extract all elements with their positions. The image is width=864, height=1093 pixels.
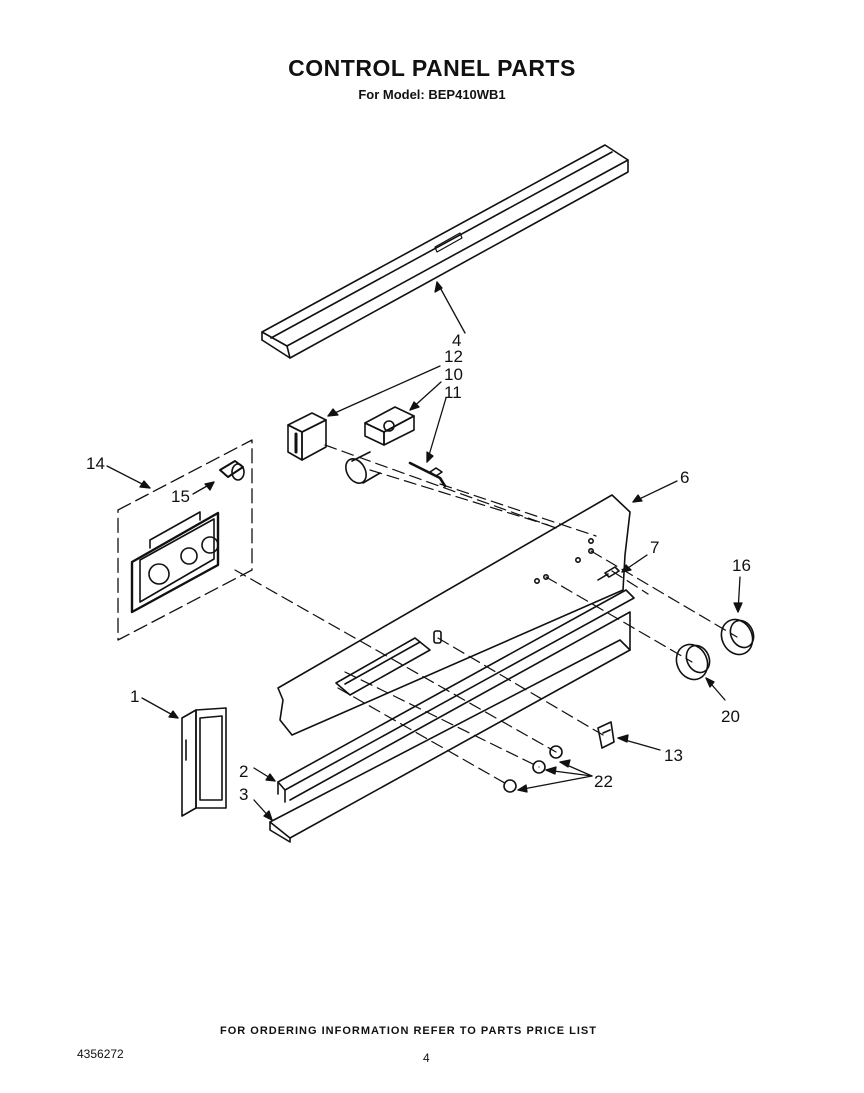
- model-subtitle: For Model: BEP410WB1: [358, 87, 506, 102]
- part-16-knob: [720, 618, 755, 656]
- callout-14: 14: [86, 454, 105, 473]
- callout-10: 10: [444, 365, 463, 384]
- part-13-clip: [597, 721, 615, 749]
- part-2-trim-strip: [277, 589, 635, 803]
- callout-1: 1: [130, 687, 139, 706]
- callout-6: 6: [680, 468, 689, 487]
- part-22-grommets: [503, 745, 563, 793]
- page-title: CONTROL PANEL PARTS: [288, 55, 576, 81]
- callout-labels: 4 12 10 11 14 15 6 7 16 20 13 22 1 2 3: [86, 331, 751, 804]
- part-7-screw: [597, 566, 620, 581]
- part-12-switch: [287, 412, 327, 461]
- part-15-clock-knob: [219, 460, 245, 481]
- part-4-top-trim: [261, 144, 629, 359]
- callout-7: 7: [650, 538, 659, 557]
- ordering-note: FOR ORDERING INFORMATION REFER TO PARTS …: [220, 1025, 597, 1037]
- callout-13: 13: [664, 746, 683, 765]
- part-3-lower-trim: [269, 611, 631, 843]
- document-number: 4356272: [77, 1047, 124, 1061]
- callout-11: 11: [444, 383, 462, 402]
- part-1-end-bracket: [181, 707, 227, 817]
- callout-22: 22: [594, 772, 613, 791]
- callout-2: 2: [239, 762, 248, 781]
- part-10-thermostat: [364, 406, 415, 446]
- callout-16: 16: [732, 556, 751, 575]
- part-11-capillary-bulb: [345, 451, 447, 488]
- callout-4: 4: [452, 331, 461, 350]
- leader-arrows: [106, 281, 743, 821]
- callout-12: 12: [444, 347, 463, 366]
- page-number: 4: [423, 1051, 430, 1065]
- callout-20: 20: [721, 707, 740, 726]
- part-14-clock-assembly: [117, 439, 253, 641]
- callout-3: 3: [239, 785, 248, 804]
- alignment-lines: [234, 444, 738, 787]
- part-6-control-panel: [277, 494, 631, 736]
- callout-15: 15: [171, 487, 190, 506]
- part-20-knob: [675, 643, 711, 681]
